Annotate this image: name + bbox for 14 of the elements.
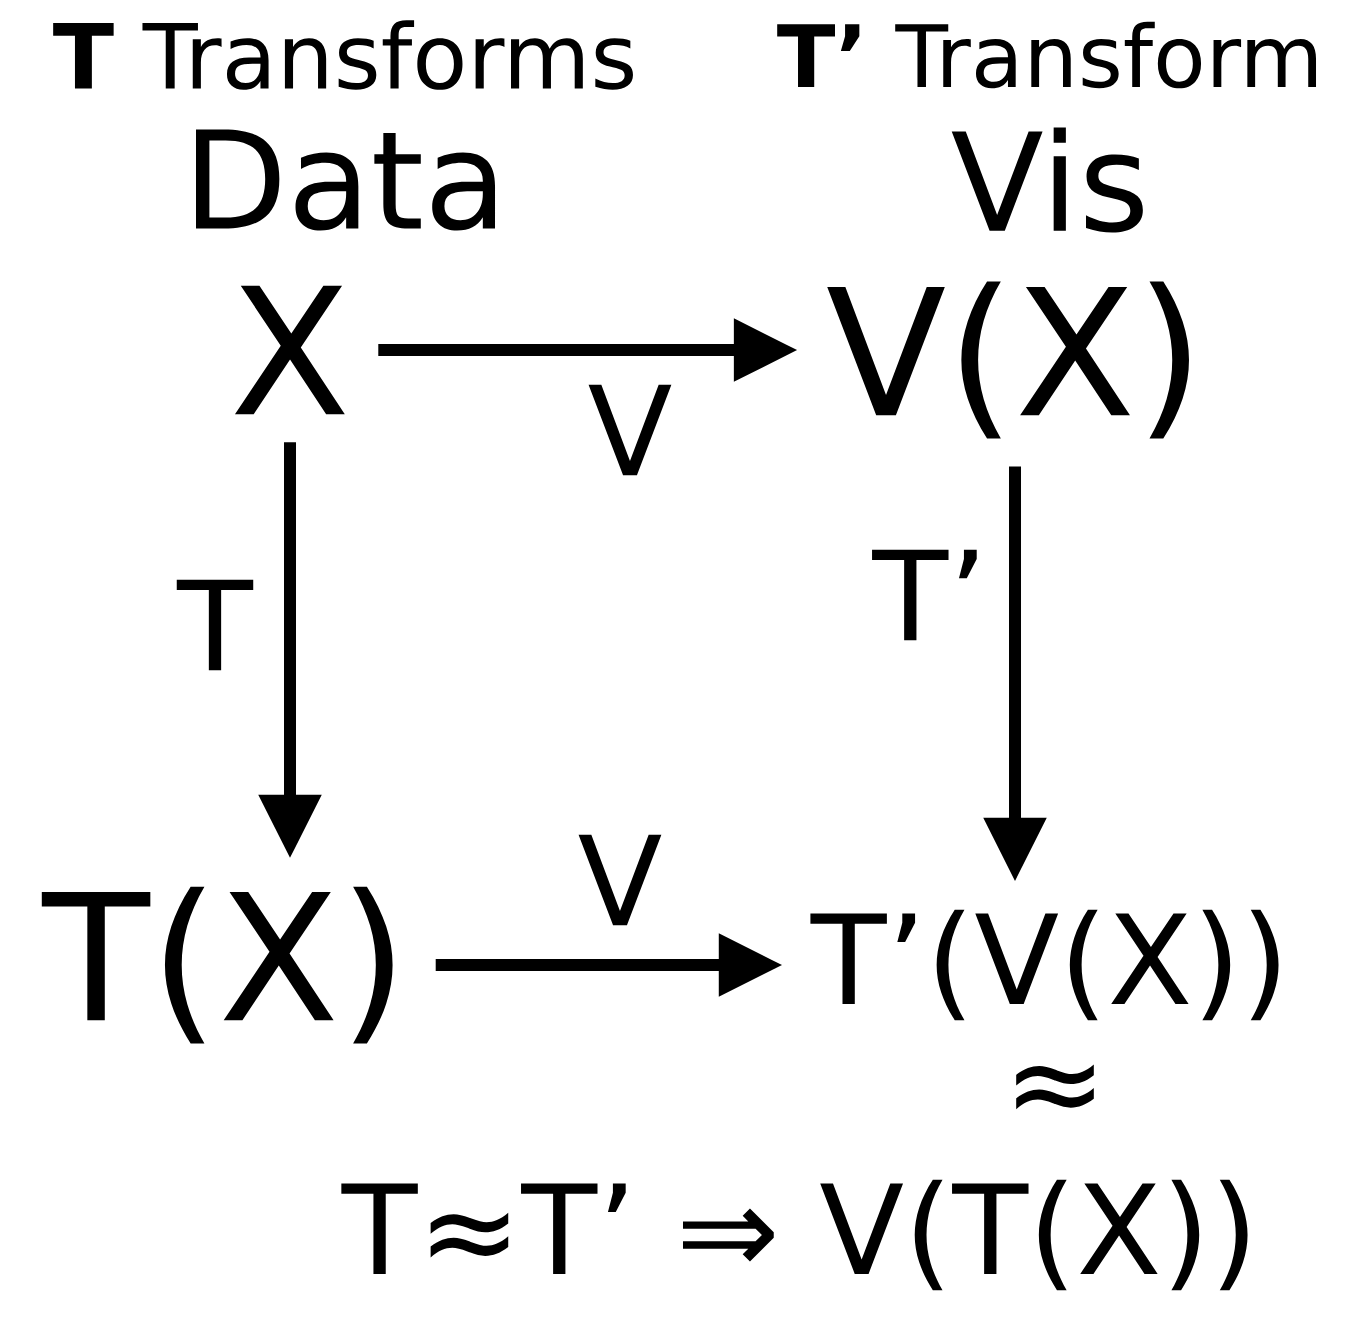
edge-label: T <box>176 579 254 671</box>
heading: T Transforms <box>53 20 633 90</box>
edge-label: T’ <box>872 549 977 641</box>
column-heading: Vis <box>951 127 1143 233</box>
equation: T≈T’ ⇒ V(T(X)) <box>341 1179 1248 1291</box>
column-heading: Data <box>196 129 495 231</box>
math-expression: T’(V(X)) <box>810 909 1279 1021</box>
edge-label: V <box>588 384 672 476</box>
approx-sign: ≈ <box>1016 1064 1094 1110</box>
heading: T’ Transform <box>777 21 1316 89</box>
math-expression: X <box>234 285 345 415</box>
edge-label: V <box>578 834 662 926</box>
math-expression: T(X) <box>41 886 393 1044</box>
math-expression: V(X) <box>827 281 1189 439</box>
